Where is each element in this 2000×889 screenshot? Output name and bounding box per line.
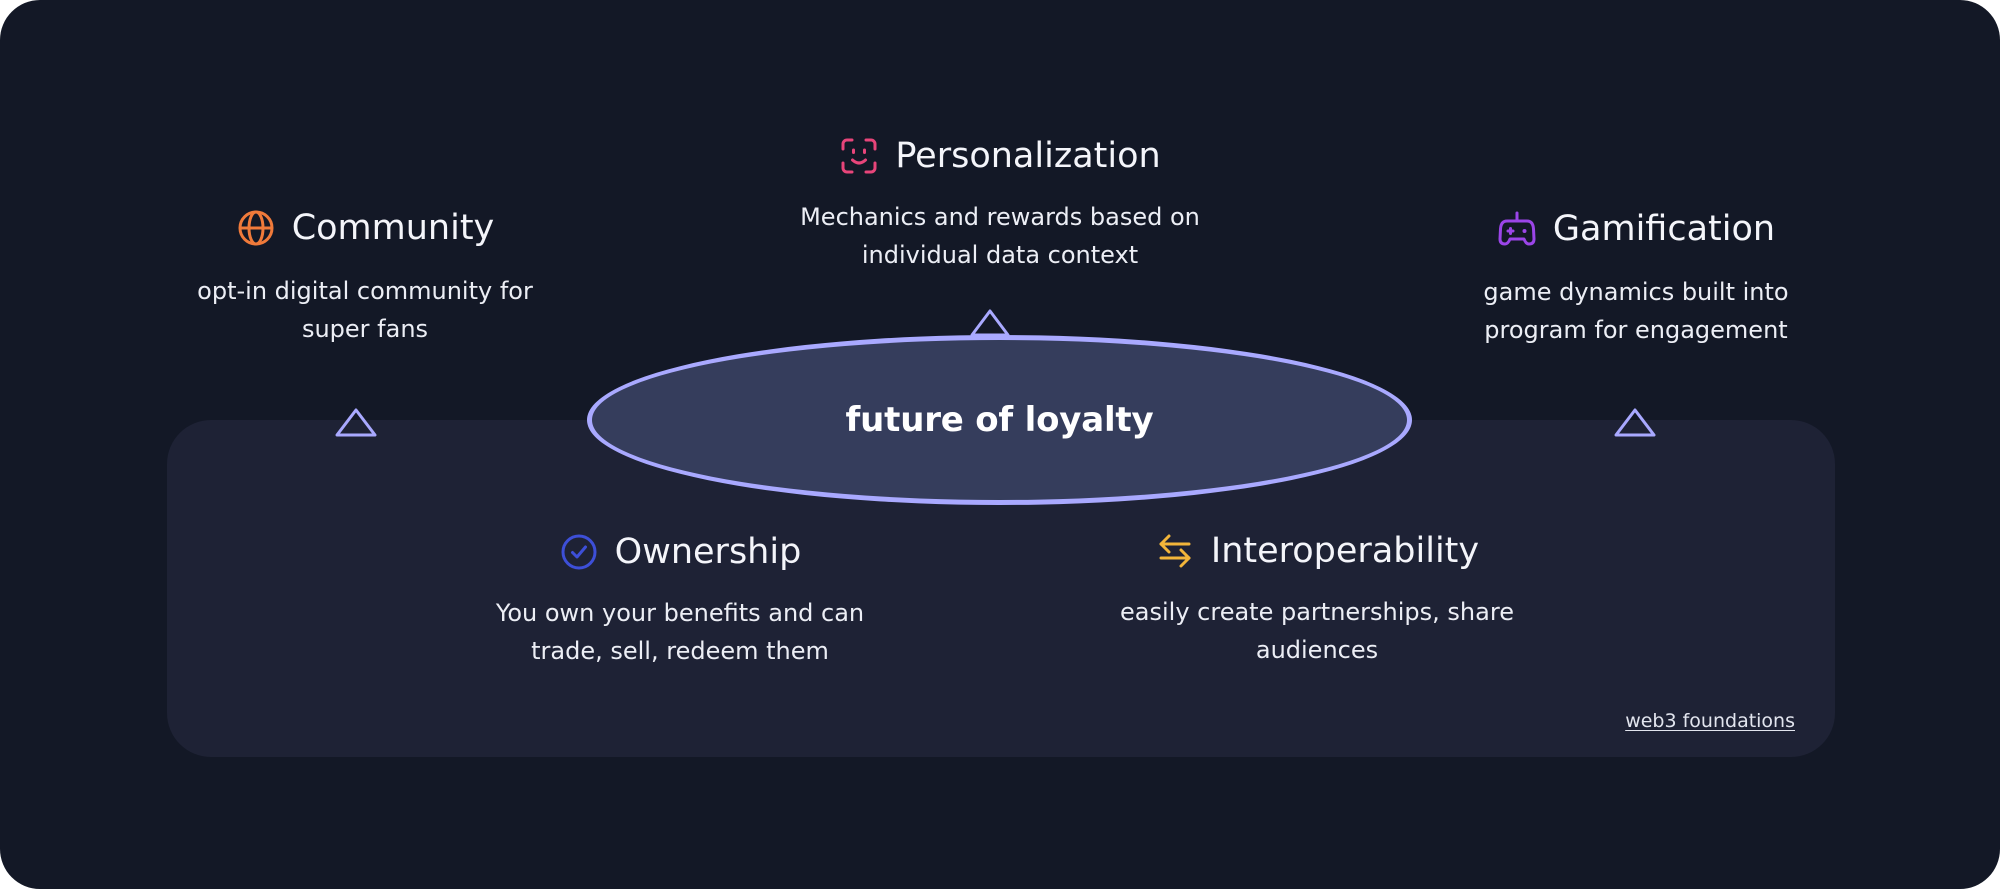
feature-title: Ownership — [614, 532, 802, 572]
personalization-connector-triangle — [970, 309, 1010, 337]
feature-community: Community opt-in digital community for s… — [175, 208, 555, 348]
feature-description: easily create partnerships, share audien… — [1120, 598, 1514, 664]
web3-foundations-link[interactable]: web3 foundations — [1625, 710, 1795, 732]
feature-description: You own your benefits and can trade, sel… — [495, 599, 865, 665]
feature-description: Mechanics and rewards based on individua… — [800, 203, 1200, 269]
gamification-connector-triangle — [1614, 408, 1656, 437]
feature-header: Gamification — [1497, 209, 1775, 249]
feature-ownership: Ownership You own your benefits and can … — [475, 532, 885, 670]
globe-icon — [238, 210, 274, 246]
feature-interoperability: Interoperability easily create partnersh… — [1100, 531, 1534, 669]
center-label: future of loyalty — [845, 400, 1154, 440]
center-ellipse: future of loyalty — [587, 335, 1412, 505]
feature-header: Interoperability — [1155, 531, 1479, 571]
swap-arrows-icon — [1159, 534, 1191, 568]
feature-description: game dynamics built into program for eng… — [1483, 278, 1789, 344]
feature-description: opt-in digital community for super fans — [197, 277, 533, 343]
face-scan-icon — [841, 138, 877, 174]
community-connector-triangle — [335, 408, 377, 437]
feature-title: Gamification — [1552, 209, 1776, 249]
feature-title: Community — [291, 208, 495, 248]
feature-personalization: Personalization Mechanics and rewards ba… — [780, 136, 1220, 274]
feature-header: Ownership — [559, 532, 802, 572]
check-circle-icon — [561, 534, 597, 570]
feature-header: Community — [236, 208, 495, 248]
feature-header: Personalization — [839, 136, 1161, 176]
feature-gamification: Gamification game dynamics built into pr… — [1455, 209, 1817, 349]
feature-title: Personalization — [895, 136, 1161, 176]
feature-title: Interoperability — [1210, 531, 1480, 571]
gamepad-icon — [1498, 211, 1536, 246]
